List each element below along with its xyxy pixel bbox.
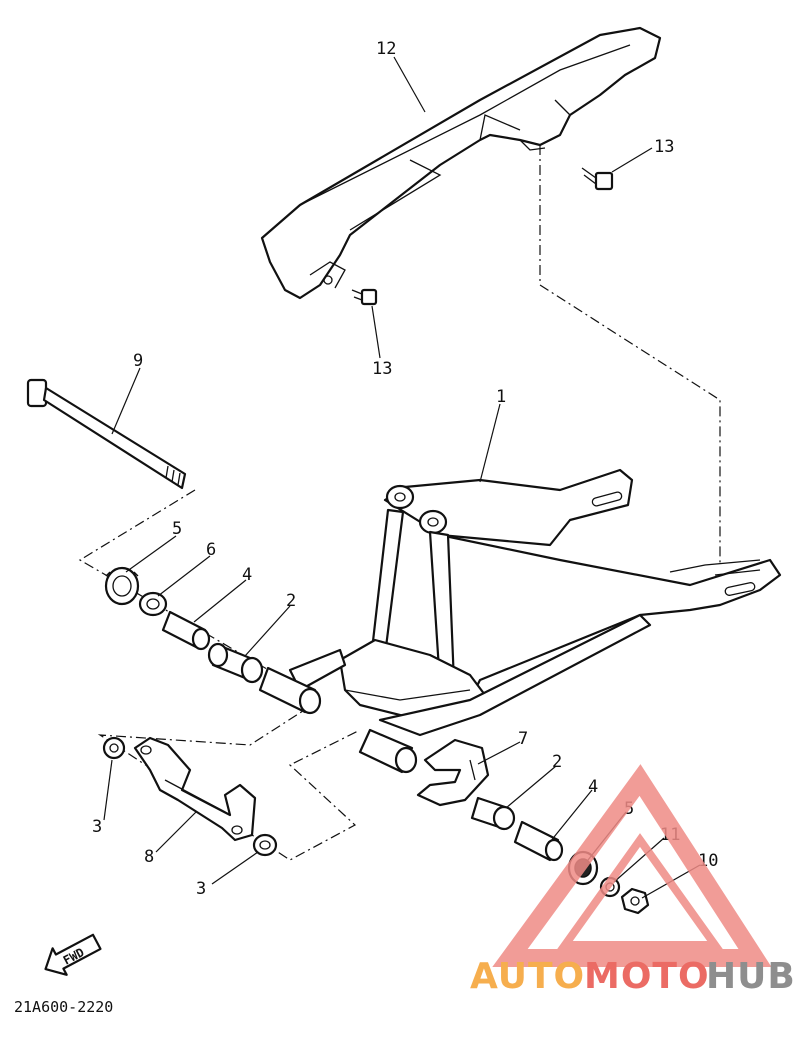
pivot-bushing-right bbox=[358, 728, 418, 774]
collar-2-right bbox=[470, 796, 516, 831]
oil-seal-5-left bbox=[104, 566, 140, 606]
watermark-hub: HUB bbox=[706, 956, 796, 997]
swing-arm-part bbox=[288, 468, 782, 737]
callout-5-left: 5 bbox=[172, 519, 182, 539]
callout-4-right: 4 bbox=[588, 777, 598, 797]
callout-2-left: 2 bbox=[286, 591, 296, 611]
bracket-8 bbox=[133, 736, 257, 842]
diagram-code: 21A600-2220 bbox=[14, 998, 113, 1016]
callout-9: 9 bbox=[133, 351, 143, 371]
chain-case-part bbox=[260, 26, 662, 300]
callout-12: 12 bbox=[376, 39, 396, 59]
bushing-4-right bbox=[513, 820, 564, 862]
bolt-13-upper bbox=[581, 167, 614, 191]
pivot-bushing-left bbox=[258, 666, 322, 715]
automotohub-logo: AUTO MOTO HUB bbox=[470, 764, 796, 997]
pivot-shaft-part bbox=[26, 378, 187, 490]
callout-3-lower: 3 bbox=[196, 879, 206, 899]
callout-3-upper: 3 bbox=[92, 817, 102, 837]
callout-13-upper: 13 bbox=[654, 137, 674, 157]
callout-2-right: 2 bbox=[552, 752, 562, 772]
fwd-arrow-icon: FWD bbox=[44, 933, 102, 976]
bolt-13-lower bbox=[351, 288, 378, 306]
watermark-auto: AUTO bbox=[470, 956, 585, 997]
callout-13-lower: 13 bbox=[372, 359, 392, 379]
callout-4-left: 4 bbox=[242, 565, 252, 585]
washer-3-upper bbox=[102, 736, 126, 760]
washer-6 bbox=[138, 591, 168, 617]
callout-7: 7 bbox=[518, 729, 528, 749]
washer-3-lower bbox=[252, 833, 278, 857]
collar-2-left bbox=[207, 642, 264, 684]
callout-6: 6 bbox=[206, 540, 216, 560]
watermark-moto: MOTO bbox=[584, 956, 710, 997]
callout-8: 8 bbox=[144, 847, 154, 867]
bushing-4-left bbox=[161, 610, 211, 651]
nut-10 bbox=[620, 887, 650, 915]
cap-7 bbox=[416, 738, 490, 807]
callout-1: 1 bbox=[496, 387, 506, 407]
